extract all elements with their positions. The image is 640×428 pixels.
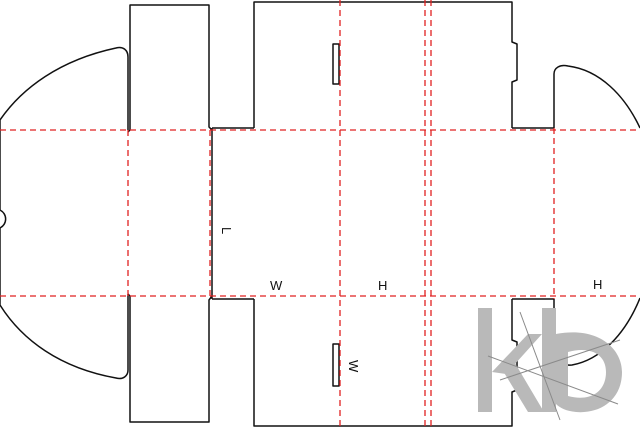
label-width-flap: W	[346, 360, 361, 373]
label-length: L	[219, 227, 234, 234]
kb-logo-watermark	[478, 308, 622, 421]
top-lock-slot	[332, 43, 340, 85]
bottom-lock-slot	[332, 343, 340, 387]
label-height-front: H	[378, 278, 387, 293]
top-lid-outline	[253, 1, 518, 128]
right-dust-flap-outline	[553, 64, 640, 366]
label-height-side: H	[593, 277, 602, 292]
left-bottom-flap-outline	[127, 293, 213, 423]
dimension-labels: L W H H W	[219, 227, 602, 373]
left-top-flap-outline	[127, 4, 213, 133]
label-width-front: W	[270, 278, 283, 293]
left-dust-flap-outline	[0, 46, 129, 380]
bottom-panel-outline	[253, 299, 518, 427]
